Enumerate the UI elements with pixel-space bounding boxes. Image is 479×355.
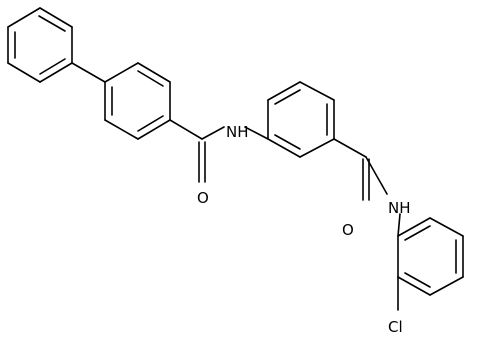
amide-nh-label-2: NH (388, 199, 411, 217)
amide-nh-label-1: NH (226, 123, 249, 141)
phenyl-ring-terminal (7, 7, 73, 83)
amide-group-2 (333, 138, 401, 237)
carbonyl-oxygen-label-2: O (342, 221, 354, 239)
biaryl-bond (71, 62, 106, 83)
chlorine-label: Cl (388, 318, 403, 336)
phenylene-ring-biphenyl (104, 62, 171, 140)
amide-group-1 (169, 119, 269, 183)
phenylene-ring-central (267, 81, 335, 158)
chlorophenyl-ring (397, 217, 464, 296)
carbonyl-oxygen-label-1: O (197, 189, 209, 207)
